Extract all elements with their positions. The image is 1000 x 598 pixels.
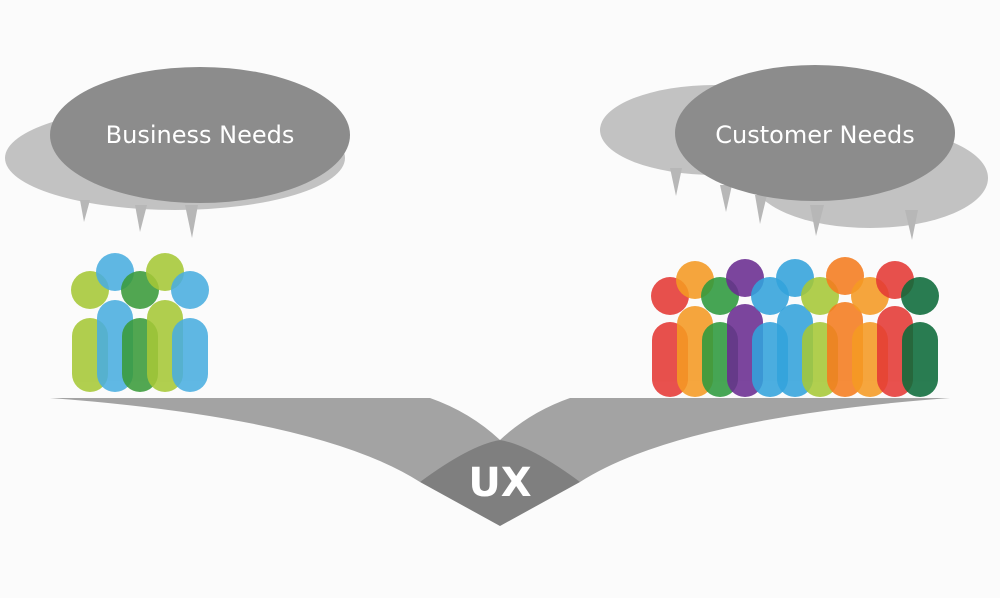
bubble-tail bbox=[755, 195, 767, 224]
bubble-tail bbox=[135, 205, 147, 232]
bubble-front-shape bbox=[675, 65, 955, 201]
bubble-tail bbox=[905, 210, 918, 240]
business-people-group bbox=[71, 253, 209, 392]
person-figure bbox=[171, 271, 209, 392]
person-head bbox=[901, 277, 939, 315]
customer-needs-label: Customer Needs bbox=[715, 121, 914, 149]
seesaw-right-arm bbox=[500, 398, 950, 482]
ux-seesaw: UX bbox=[50, 398, 950, 526]
business-needs-bubble: Business Needs bbox=[5, 67, 350, 238]
seesaw-center-wedge bbox=[420, 440, 580, 526]
customer-people-group bbox=[651, 257, 939, 397]
bubble-tail bbox=[720, 185, 732, 212]
person-head bbox=[171, 271, 209, 309]
seesaw-left-arm bbox=[50, 398, 500, 482]
person-body bbox=[902, 322, 938, 397]
business-needs-label: Business Needs bbox=[106, 121, 295, 149]
customer-needs-bubble: Customer Needs bbox=[600, 65, 988, 240]
person-figure bbox=[901, 277, 939, 397]
bubble-tail bbox=[670, 168, 682, 196]
person-body bbox=[172, 318, 208, 392]
bubble-front-shape bbox=[50, 67, 350, 203]
bubble-tail bbox=[810, 205, 824, 236]
bubble-tail bbox=[80, 200, 90, 222]
ux-label: UX bbox=[468, 460, 531, 506]
bubble-tail bbox=[185, 205, 198, 238]
